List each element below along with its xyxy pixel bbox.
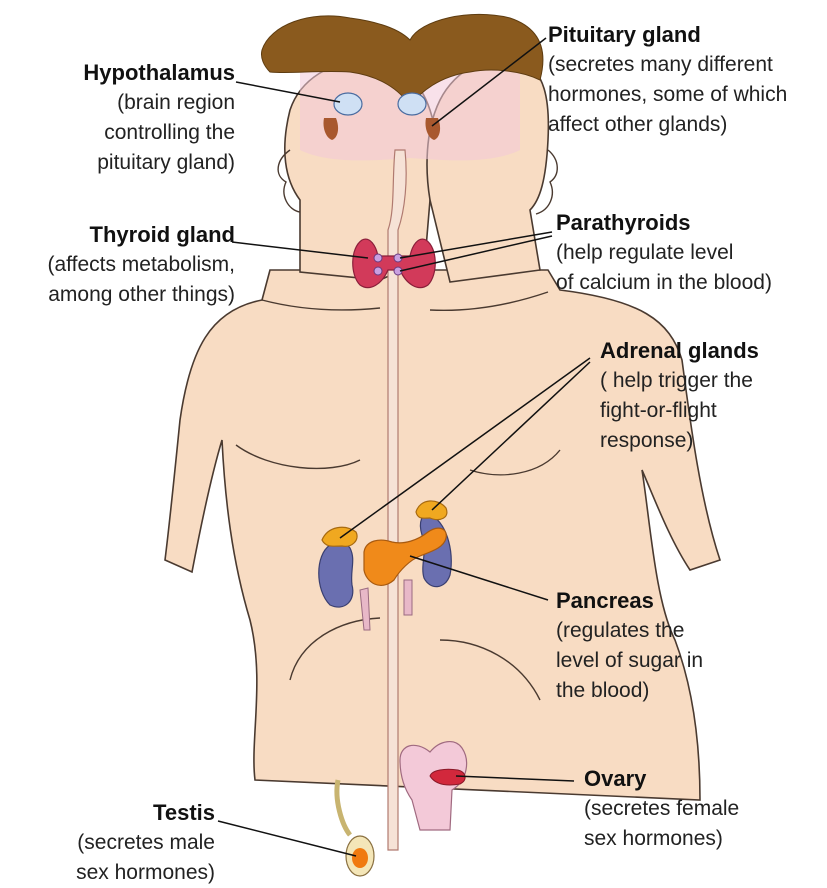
hypothalamus-desc-1: (brain region: [83, 88, 235, 118]
pancreas-desc-1: (regulates the: [556, 616, 703, 646]
adrenal-title: Adrenal glands: [600, 336, 759, 366]
adrenal-desc-2: fight-or-flight: [600, 396, 759, 426]
pituitary-desc-3: affect other glands): [548, 110, 787, 140]
pancreas-title: Pancreas: [556, 586, 703, 616]
ovary-label: Ovary (secretes female sex hormones): [584, 764, 739, 854]
adrenal-desc-1: ( help trigger the: [600, 366, 759, 396]
testis-title: Testis: [76, 798, 215, 828]
pancreas-label: Pancreas (regulates the level of sugar i…: [556, 586, 703, 706]
testis-desc-2: sex hormones): [76, 858, 215, 888]
parathyroids-label: Parathyroids (help regulate level of cal…: [556, 208, 772, 298]
adrenal-desc-3: response): [600, 426, 759, 456]
hypothalamus-label: Hypothalamus (brain region controlling t…: [83, 58, 235, 178]
thyroid-label: Thyroid gland (affects metabolism, among…: [47, 220, 235, 310]
pituitary-title: Pituitary gland: [548, 20, 787, 50]
ovary-desc-2: sex hormones): [584, 824, 739, 854]
hypothalamus-title: Hypothalamus: [83, 58, 235, 88]
pituitary-desc-1: (secretes many different: [548, 50, 787, 80]
pancreas-desc-3: the blood): [556, 676, 703, 706]
pituitary-desc-2: hormones, some of which: [548, 80, 787, 110]
thyroid-desc-1: (affects metabolism,: [47, 250, 235, 280]
testis-label: Testis (secretes male sex hormones): [76, 798, 215, 888]
parathyroids-desc-2: of calcium in the blood): [556, 268, 772, 298]
hypothalamus-desc-2: controlling the: [83, 118, 235, 148]
ovary-desc-1: (secretes female: [584, 794, 739, 824]
ovary-title: Ovary: [584, 764, 739, 794]
hypothalamus-desc-3: pituitary gland): [83, 148, 235, 178]
pituitary-label: Pituitary gland (secretes many different…: [548, 20, 787, 140]
testis-desc-1: (secretes male: [76, 828, 215, 858]
parathyroids-title: Parathyroids: [556, 208, 772, 238]
uterus-ovary: [400, 742, 467, 830]
thyroid-desc-2: among other things): [47, 280, 235, 310]
testis-organ: [337, 780, 374, 876]
adrenal-label: Adrenal glands ( help trigger the fight-…: [600, 336, 759, 456]
pancreas-desc-2: level of sugar in: [556, 646, 703, 676]
parathyroids-desc-1: (help regulate level: [556, 238, 772, 268]
thyroid-title: Thyroid gland: [47, 220, 235, 250]
